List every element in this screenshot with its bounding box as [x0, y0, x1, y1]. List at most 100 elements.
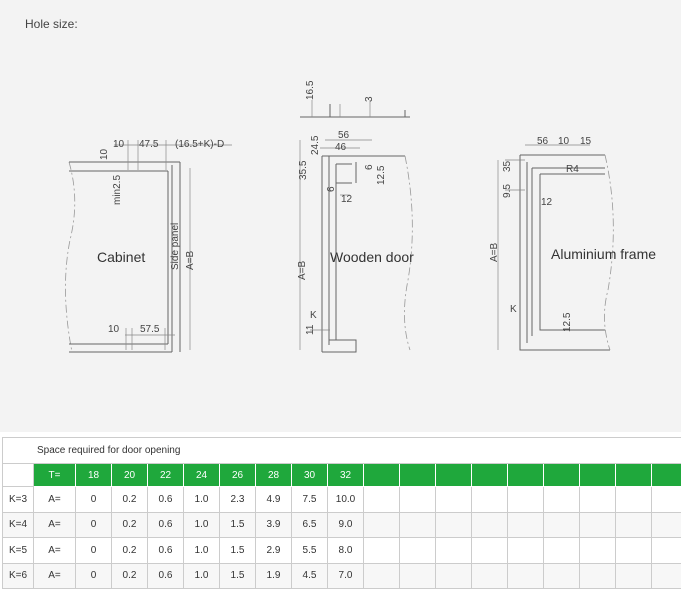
row-value: 1.9 [255, 562, 292, 589]
alu-dim-12: 12 [541, 197, 553, 208]
dim-11: 11 [305, 324, 316, 335]
row-value: 0.2 [111, 511, 148, 538]
row-empty [363, 486, 400, 513]
header-t-value: 26 [219, 463, 256, 487]
row-empty [435, 562, 472, 589]
row-value: 2.9 [255, 537, 292, 564]
dim-min2-5: min2.5 [112, 175, 123, 205]
row-empty [435, 511, 472, 538]
row-empty [399, 562, 436, 589]
alu-dim-35: 35 [502, 160, 513, 172]
dim-46: 46 [335, 142, 347, 153]
alu-dim-15: 15 [580, 136, 592, 147]
row-value: 3.9 [255, 511, 292, 538]
row-empty [650, 562, 681, 589]
header-empty [543, 463, 580, 487]
dim-35-5: 35.5 [298, 160, 309, 180]
row-empty [543, 537, 580, 564]
technical-drawings: 10 47.5 (16.5+K)-D 10 min2.5 Cabinet Sid… [65, 80, 656, 353]
row-empty [543, 511, 580, 538]
hole-size-heading: Hole size: [25, 17, 78, 31]
row-value: 1.0 [183, 562, 220, 589]
row-k-label: K=4 [2, 511, 34, 538]
row-value: 5.5 [291, 537, 328, 564]
row-empty [579, 562, 616, 589]
side-panel-label: Side panel [170, 223, 181, 270]
dim-12: 12 [341, 194, 353, 205]
row-value: 7.5 [291, 486, 328, 513]
header-t-value: 30 [291, 463, 328, 487]
row-empty [471, 562, 508, 589]
row-value: 1.0 [183, 537, 220, 564]
row-empty [615, 486, 652, 513]
row-value: 6.5 [291, 511, 328, 538]
dim-10-vertical: 10 [99, 148, 110, 160]
dim-6-side: 6 [326, 186, 337, 192]
wooden-a-b: A=B [297, 260, 308, 280]
row-a-label: A= [33, 537, 76, 564]
row-k-label: K=6 [2, 562, 34, 589]
dim-57-5: 57.5 [140, 324, 160, 335]
alu-dim-r4: R4 [566, 164, 579, 175]
dim-k: K [310, 310, 317, 321]
header-t-value: 22 [147, 463, 184, 487]
row-empty [435, 486, 472, 513]
row-empty [471, 511, 508, 538]
row-value: 2.3 [219, 486, 256, 513]
dim-16-5: 16.5 [305, 80, 316, 100]
header-empty [399, 463, 436, 487]
header-empty [507, 463, 544, 487]
row-value: 0 [75, 511, 112, 538]
alu-a-b: A=B [489, 242, 500, 262]
row-value: 10.0 [327, 486, 364, 513]
header-blank [2, 463, 34, 487]
row-value: 1.5 [219, 511, 256, 538]
dim-10: 10 [113, 139, 125, 150]
row-empty [471, 486, 508, 513]
row-value: 0.6 [147, 486, 184, 513]
row-value: 0 [75, 562, 112, 589]
row-k-label: K=5 [2, 537, 34, 564]
row-a-label: A= [33, 511, 76, 538]
row-value: 0.2 [111, 537, 148, 564]
dim-24-5: 24.5 [310, 135, 321, 155]
wooden-door-label: Wooden door [330, 249, 414, 265]
row-value: 4.5 [291, 562, 328, 589]
row-empty [363, 511, 400, 538]
row-value: 0.2 [111, 562, 148, 589]
aluminium-frame-drawing: 56 10 15 R4 35 9.5 12 A=B Aluminium fram… [489, 136, 656, 351]
row-value: 8.0 [327, 537, 364, 564]
dim-56: 56 [338, 130, 350, 141]
row-empty [399, 511, 436, 538]
alu-dim-10: 10 [558, 136, 570, 147]
row-empty [579, 537, 616, 564]
header-t-value: 18 [75, 463, 112, 487]
dim-3: 3 [364, 96, 375, 102]
row-value: 1.5 [219, 562, 256, 589]
row-value: 9.0 [327, 511, 364, 538]
dim-bottom-10: 10 [108, 324, 120, 335]
table-title-row: Space required for door opening [1, 437, 681, 464]
header-empty [471, 463, 508, 487]
row-empty [615, 562, 652, 589]
header-empty [579, 463, 616, 487]
row-value: 0.2 [111, 486, 148, 513]
row-empty [650, 486, 681, 513]
row-empty [507, 562, 544, 589]
cabinet-drawing: 10 47.5 (16.5+K)-D 10 min2.5 Cabinet Sid… [65, 139, 232, 353]
row-empty [507, 537, 544, 564]
row-k-label: K=3 [2, 486, 34, 513]
dim-6-top: 6 [364, 164, 375, 170]
alu-dim-9-5: 9.5 [502, 184, 513, 198]
row-empty [507, 486, 544, 513]
row-value: 1.0 [183, 511, 220, 538]
row-value: 1.0 [183, 486, 220, 513]
row-empty [543, 562, 580, 589]
header-t-value: 28 [255, 463, 292, 487]
